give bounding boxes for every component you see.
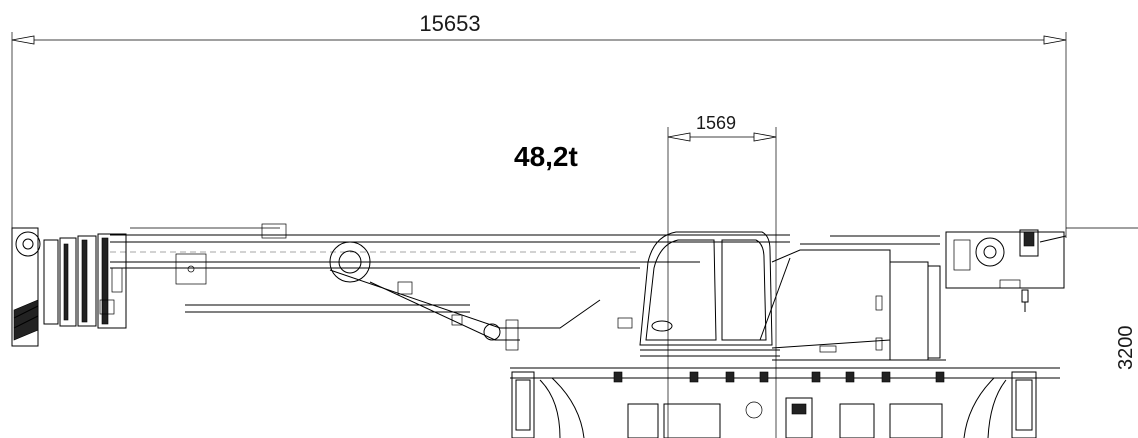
- superstructure: [759, 235, 946, 361]
- arrow-left-icon: [667, 132, 691, 142]
- weight-label: 48,2t: [514, 141, 578, 172]
- arrow-right-icon: [753, 132, 777, 142]
- cab-offset-dimension: 1569: [667, 113, 777, 438]
- rear-winch: [945, 229, 1067, 312]
- arrow-right-icon: [1043, 35, 1067, 45]
- arrow-left-icon: [11, 35, 35, 45]
- height-label: 3200: [1115, 326, 1137, 371]
- boom-pivot-icon: [329, 241, 371, 283]
- overall-length-label: 15653: [419, 11, 480, 36]
- overall-length-dimension: 15653: [11, 11, 1067, 238]
- carrier: [510, 367, 1060, 438]
- outrigger-right: [1011, 371, 1037, 438]
- winch-drum-icon: [975, 237, 1005, 267]
- boom-head: [11, 227, 127, 347]
- sheave-icon: [15, 231, 41, 257]
- cab-offset-label: 1569: [696, 113, 736, 133]
- outrigger-left: [511, 371, 535, 438]
- boom: [110, 223, 790, 351]
- operator-cab: [617, 231, 780, 357]
- height-dimension: 3200: [1066, 227, 1138, 371]
- fuel-cap-icon: [745, 401, 763, 419]
